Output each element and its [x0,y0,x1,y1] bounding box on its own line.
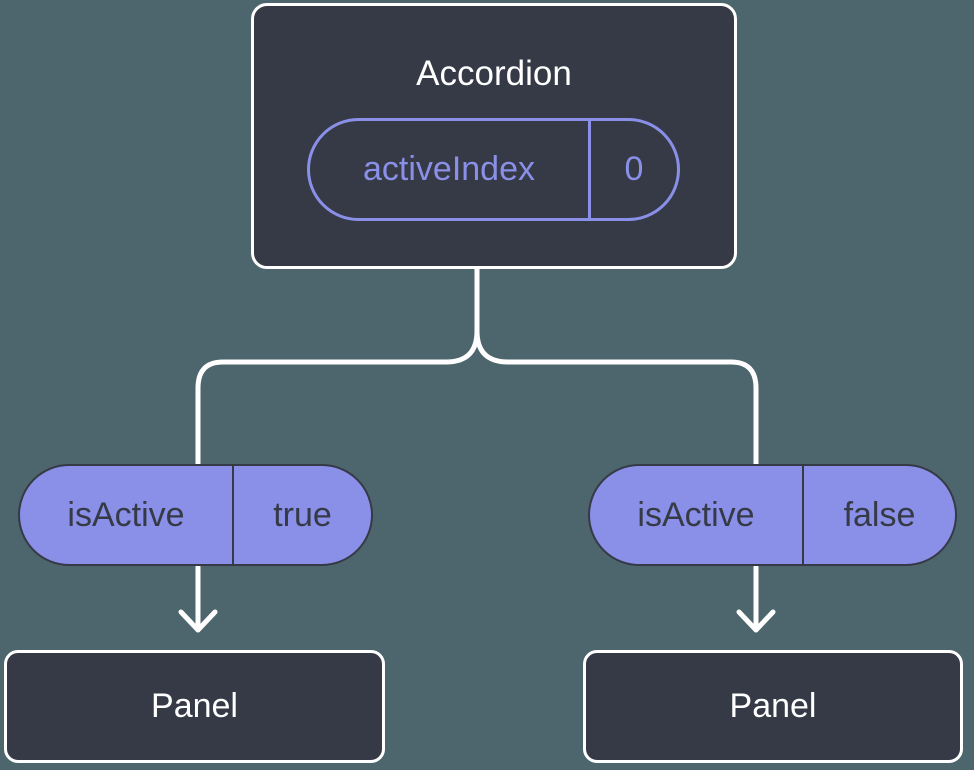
panel-node-left: Panel [4,650,385,763]
prop-pill-true-divider [232,466,234,564]
fork-right-connector [474,265,759,467]
state-pill-name: activeIndex [363,150,535,188]
panel-node-left-title: Panel [151,687,238,725]
prop-pill-false-divider [802,466,804,564]
state-pill: activeIndex 0 [307,118,680,221]
prop-pill-false: isActive false [588,464,957,566]
accordion-node-title: Accordion [416,54,572,93]
arrow-left-head [178,609,218,633]
arrow-right-head [736,609,776,633]
prop-pill-true-value: true [273,495,332,534]
panel-node-right: Panel [583,650,963,763]
panel-node-right-title: Panel [729,687,817,725]
state-pill-value: 0 [624,150,644,188]
state-pill-divider [588,121,591,218]
prop-pill-true-name: isActive [67,495,185,534]
prop-pill-false-value: false [843,495,916,534]
prop-pill-false-name: isActive [637,495,755,534]
fork-left-connector [195,265,480,467]
accordion-node: Accordion activeIndex 0 [251,3,737,269]
prop-pill-true: isActive true [18,464,373,566]
